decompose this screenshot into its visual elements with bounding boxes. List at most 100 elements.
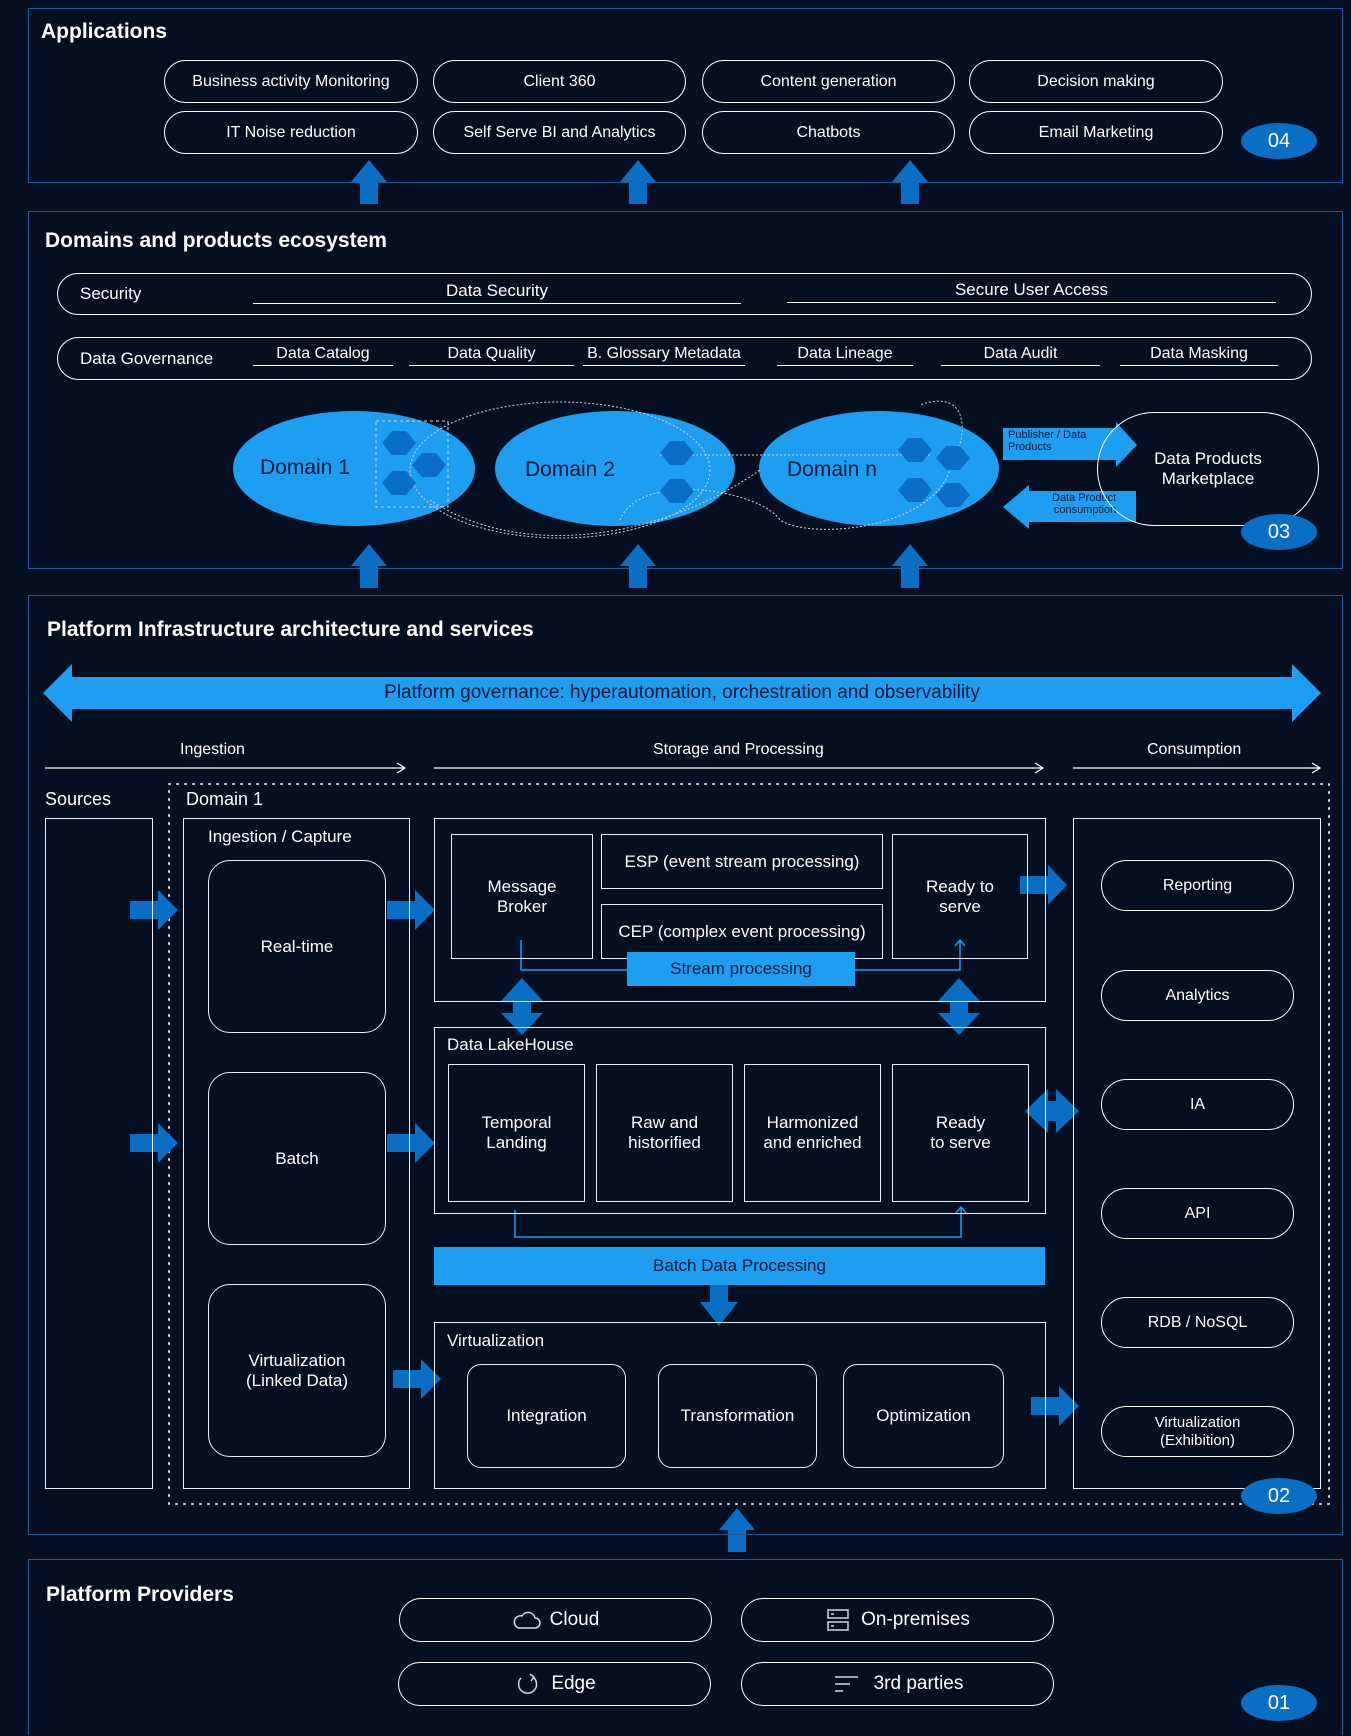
consumption-api[interactable]: API <box>1101 1188 1294 1239</box>
up-arrow-icon <box>351 544 387 588</box>
up-arrows-top <box>351 160 928 1552</box>
lakehouse-block <box>434 1027 1046 1214</box>
platform-title: Platform Infrastructure architecture and… <box>47 618 534 641</box>
consumption-analytics[interactable]: Analytics <box>1101 970 1294 1021</box>
esp-box[interactable]: ESP (event stream processing) <box>601 834 883 889</box>
applications-title: Applications <box>41 20 168 43</box>
batch-box[interactable]: Batch <box>208 1072 386 1245</box>
phase-consumption: Consumption <box>1147 741 1242 758</box>
app-client-360[interactable]: Client 360 <box>433 60 686 103</box>
up-arrow-icon <box>719 1508 755 1552</box>
refresh-icon <box>518 1673 538 1694</box>
up-arrow-icon <box>892 160 928 204</box>
harmonized-enriched-box[interactable]: Harmonized and enriched <box>744 1064 881 1202</box>
virtualization-label: Virtualization <box>447 1331 545 1350</box>
data-lineage: Data Lineage <box>777 345 913 366</box>
sources-label: Sources <box>45 789 112 809</box>
data-quality: Data Quality <box>409 345 574 366</box>
app-email-marketing[interactable]: Email Marketing <box>969 111 1223 154</box>
governance-bar-label: Platform governance: hyperautomation, or… <box>384 682 980 703</box>
app-content-generation[interactable]: Content generation <box>702 60 955 103</box>
temporal-landing-box[interactable]: Temporal Landing <box>448 1064 585 1202</box>
hexagon-icon <box>660 441 694 465</box>
data-masking: Data Masking <box>1120 345 1278 366</box>
domains-title: Domains and products ecosystem <box>45 229 387 252</box>
realtime-box[interactable]: Real-time <box>208 860 386 1033</box>
ready-to-serve-stream-box[interactable]: Ready to serve <box>892 834 1028 959</box>
up-arrow-icon <box>892 544 928 588</box>
governance-bar-shape <box>43 664 1321 722</box>
double-arrow-icon <box>938 978 980 1035</box>
consumption-reporting[interactable]: Reporting <box>1101 860 1294 911</box>
applications-panel <box>28 8 1343 183</box>
up-arrow-icon <box>351 160 387 204</box>
right-arrow-icon <box>387 1123 435 1163</box>
app-self-serve-bi[interactable]: Self Serve BI and Analytics <box>433 111 686 154</box>
stream-processing-bar: Stream processing <box>627 952 855 986</box>
governance-row <box>57 337 1312 380</box>
hexagon-icon <box>936 483 970 507</box>
raw-historified-box[interactable]: Raw and historified <box>596 1064 733 1202</box>
double-arrow-icon <box>501 978 543 1035</box>
ingestion-capture-box <box>183 818 410 1489</box>
ready-to-serve-lake-box[interactable]: Ready to serve <box>892 1064 1029 1202</box>
consumption-box <box>1073 818 1321 1489</box>
double-arrow-icon <box>1025 1089 1079 1133</box>
cep-box[interactable]: CEP (complex event processing) <box>601 904 883 959</box>
ingestion-capture-label: Ingestion / Capture <box>208 827 352 846</box>
publisher-label: Publisher / Data Products <box>1008 429 1087 453</box>
phase-storage: Storage and Processing <box>653 741 824 758</box>
provider-edge[interactable]: Edge <box>398 1662 711 1706</box>
list-icon <box>834 1676 858 1692</box>
provider-edge-label: Edge <box>551 1673 596 1694</box>
glossary-metadata: B. Glossary Metadata <box>583 345 745 366</box>
transformation-box[interactable]: Transformation <box>658 1364 817 1468</box>
cloud-icon <box>513 1611 541 1629</box>
consumption-rdb-nosql[interactable]: RDB / NoSQL <box>1101 1297 1294 1348</box>
consumption-arrow <box>1003 485 1136 529</box>
app-decision-making[interactable]: Decision making <box>969 60 1223 103</box>
virtualization-block <box>434 1322 1046 1489</box>
domain-2-label: Domain 2 <box>525 458 615 481</box>
virtualization-linked-box[interactable]: Virtualization (Linked Data) <box>208 1284 386 1457</box>
message-broker-box[interactable]: Message Broker <box>451 834 593 959</box>
provider-cloud-label: Cloud <box>549 1609 600 1630</box>
platform-panel <box>28 595 1343 1535</box>
right-arrow-icon <box>130 1123 178 1163</box>
security-label: Security <box>80 284 142 303</box>
batch-processing-bar: Batch Data Processing <box>434 1247 1045 1285</box>
providers-title: Platform Providers <box>46 1583 234 1606</box>
app-it-noise-reduction[interactable]: IT Noise reduction <box>164 111 418 154</box>
down-arrow-icon <box>700 1282 738 1326</box>
marketplace-box[interactable]: Data Products Marketplace <box>1097 412 1319 526</box>
provider-third-parties[interactable]: 3rd parties <box>741 1662 1054 1706</box>
app-chatbots[interactable]: Chatbots <box>702 111 955 154</box>
up-arrow-icon <box>620 544 656 588</box>
phase-ingestion: Ingestion <box>180 741 245 758</box>
domain-1-label: Domain 1 <box>260 456 350 479</box>
badge-01: 01 <box>1241 1685 1317 1721</box>
hexagon-icons <box>382 431 970 507</box>
providers-panel <box>28 1559 1343 1735</box>
provider-cloud[interactable]: Cloud <box>399 1598 712 1642</box>
domain-2-ellipse[interactable] <box>495 411 735 526</box>
right-arrow-icon <box>387 890 435 930</box>
data-audit: Data Audit <box>941 345 1100 366</box>
domain-1-title: Domain 1 <box>186 789 264 809</box>
sources-box <box>45 818 153 1489</box>
consumption-virtualization[interactable]: Virtualization (Exhibition) <box>1101 1406 1294 1457</box>
provider-onprem[interactable]: On-premises <box>741 1598 1054 1642</box>
optimization-box[interactable]: Optimization <box>843 1364 1004 1468</box>
provider-onprem-label: On-premises <box>861 1609 970 1630</box>
data-catalog: Data Catalog <box>253 345 393 366</box>
right-arrow-icon <box>130 890 178 930</box>
domain-n-label: Domain n <box>787 458 877 481</box>
app-business-activity-monitoring[interactable]: Business activity Monitoring <box>164 60 418 103</box>
consumption-ia[interactable]: IA <box>1101 1079 1294 1130</box>
badge-02: 02 <box>1241 1478 1317 1514</box>
hexagon-icon <box>660 479 694 503</box>
integration-box[interactable]: Integration <box>467 1364 626 1468</box>
hexagon-icon <box>936 446 970 470</box>
